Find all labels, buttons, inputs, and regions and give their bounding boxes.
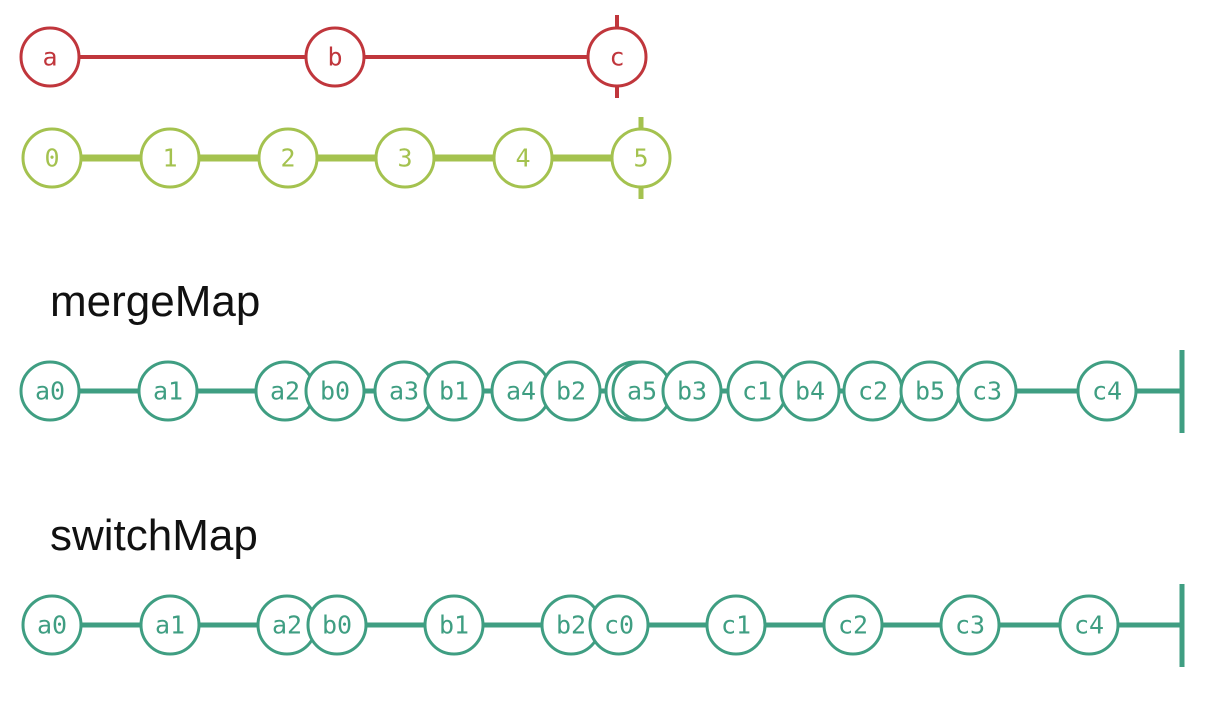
- switchmap-marble-label: c1: [721, 611, 751, 640]
- switchmap-marble: a0: [21, 594, 83, 656]
- switchmap-marble-label: c0: [604, 611, 634, 640]
- switchmap-marble: c0: [588, 594, 650, 656]
- mergemap-marble: b1: [423, 360, 485, 422]
- mergemap-marble-label: b5: [915, 377, 945, 406]
- mergemap-marble: a1: [137, 360, 199, 422]
- inner-marble-label: 4: [515, 144, 530, 173]
- switchmap-marble-label: a1: [155, 611, 185, 640]
- mergemap-marble-label: a1: [153, 377, 183, 406]
- inner-marble-label: 2: [280, 144, 295, 173]
- switchmap-marble: c4: [1058, 594, 1120, 656]
- switchmap-title: switchMap: [50, 511, 258, 560]
- mergemap-marble-label: c3: [972, 377, 1002, 406]
- mergemap-marble-label: a5: [627, 377, 657, 406]
- mergemap-marble: a0: [19, 360, 81, 422]
- mergemap-marble-label: c4: [1092, 377, 1122, 406]
- mergemap-marble-label: b3: [677, 377, 707, 406]
- inner-marble-3: 3: [374, 127, 436, 189]
- mergemap-marble-label: a3: [389, 377, 419, 406]
- inner-marble-label: 1: [162, 144, 177, 173]
- inner-marble-label: 3: [397, 144, 412, 173]
- source-marble-label: a: [42, 43, 57, 72]
- mergemap-marble-label: b0: [320, 377, 350, 406]
- source-marble-a: a: [19, 26, 81, 88]
- switchmap-marble: b0: [306, 594, 368, 656]
- mergemap-marble-label: c1: [742, 377, 772, 406]
- switchmap-marble-label: a0: [37, 611, 67, 640]
- inner-stream: 0 1 2 3 4 5: [21, 117, 672, 199]
- switchmap-marble: c1: [705, 594, 767, 656]
- switchmap-marble-label: b1: [439, 611, 469, 640]
- mergemap-marble: a3: [373, 360, 435, 422]
- mergemap-marble-label: a0: [35, 377, 65, 406]
- switchmap-marble: b2: [540, 594, 602, 656]
- mergemap-marble-label: a2: [270, 377, 300, 406]
- source-marble-label: c: [609, 43, 624, 72]
- mergemap-title: mergeMap: [50, 277, 260, 326]
- mergemap-marble-label: b1: [439, 377, 469, 406]
- inner-marble-5: 5: [610, 127, 672, 189]
- inner-marble-label: 0: [44, 144, 59, 173]
- switchmap-marble: b1: [423, 594, 485, 656]
- switchmap-marble-label: b2: [556, 611, 586, 640]
- mergemap-marble: c1: [726, 360, 788, 422]
- switchmap-marble: a1: [139, 594, 201, 656]
- source-marble-b: b: [304, 26, 366, 88]
- mergemap-marble-label: b4: [795, 377, 825, 406]
- switchmap-marble: c2: [822, 594, 884, 656]
- switchmap-marble: a2: [256, 594, 318, 656]
- mergemap-stream: a0 a1 a2 b0 a3 b1 a4 b2: [19, 350, 1185, 433]
- mergemap-marble: c3: [956, 360, 1018, 422]
- mergemap-marble: b4: [779, 360, 841, 422]
- mergemap-marble: b0: [304, 360, 366, 422]
- source-marble-c: c: [586, 26, 648, 88]
- switchmap-marble: c3: [939, 594, 1001, 656]
- mergemap-marble: b3: [661, 360, 723, 422]
- inner-marble-0: 0: [21, 127, 83, 189]
- switchmap-marble-label: b0: [322, 611, 352, 640]
- inner-marble-2: 2: [257, 127, 319, 189]
- source-marble-label: b: [327, 43, 342, 72]
- switchmap-marble-label: c2: [838, 611, 868, 640]
- switchmap-stream: a0 a1 a2 b0 b1 b2 c0 c1: [21, 584, 1185, 667]
- switchmap-marble-label: a2: [272, 611, 302, 640]
- source-stream: a b c: [19, 15, 648, 98]
- mergemap-marble-label: c2: [858, 377, 888, 406]
- inner-marble-1: 1: [139, 127, 201, 189]
- mergemap-marble: a4: [490, 360, 552, 422]
- mergemap-marble: c4: [1076, 360, 1138, 422]
- mergemap-marble-label: a4: [506, 377, 536, 406]
- switchmap-marble-label: c4: [1074, 611, 1104, 640]
- switchmap-marble-label: c3: [955, 611, 985, 640]
- mergemap-marble: b5: [899, 360, 961, 422]
- inner-marble-4: 4: [492, 127, 554, 189]
- mergemap-marble: b2: [540, 360, 602, 422]
- inner-marble-label: 5: [633, 144, 648, 173]
- mergemap-marble: c2: [842, 360, 904, 422]
- mergemap-marble-label: b2: [556, 377, 586, 406]
